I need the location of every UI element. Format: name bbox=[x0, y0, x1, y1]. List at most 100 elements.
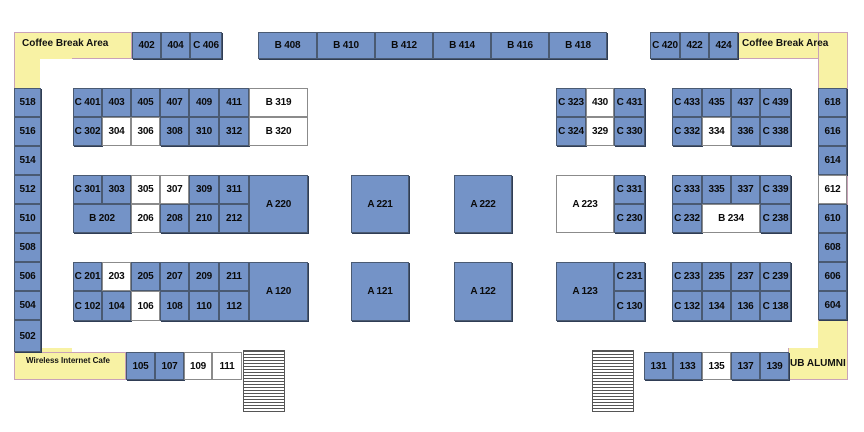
booth-211[interactable]: 211 bbox=[219, 262, 249, 291]
booth-506[interactable]: 506 bbox=[14, 262, 41, 291]
booth-205[interactable]: 205 bbox=[131, 262, 160, 291]
booth-104[interactable]: 104 bbox=[102, 291, 131, 321]
booth-604[interactable]: 604 bbox=[818, 291, 847, 320]
booth-106[interactable]: 106 bbox=[131, 291, 160, 321]
booth-516[interactable]: 516 bbox=[14, 117, 41, 146]
booth-237[interactable]: 237 bbox=[731, 262, 760, 291]
booth-335[interactable]: 335 bbox=[702, 175, 731, 204]
booth-b418[interactable]: B 418 bbox=[549, 32, 607, 59]
booth-329[interactable]: 329 bbox=[586, 117, 614, 146]
booth-212[interactable]: 212 bbox=[219, 204, 249, 233]
booth-c230[interactable]: C 230 bbox=[614, 204, 645, 233]
booth-c232[interactable]: C 232 bbox=[672, 204, 702, 233]
booth-614[interactable]: 614 bbox=[818, 146, 847, 175]
booth-a223[interactable]: A 223 bbox=[556, 175, 614, 233]
booth-334[interactable]: 334 bbox=[702, 117, 731, 146]
booth-c431[interactable]: C 431 bbox=[614, 88, 645, 117]
booth-a221[interactable]: A 221 bbox=[351, 175, 409, 233]
booth-c231[interactable]: C 231 bbox=[614, 262, 645, 291]
booth-110[interactable]: 110 bbox=[189, 291, 219, 321]
booth-c138[interactable]: C 138 bbox=[760, 291, 791, 321]
booth-207[interactable]: 207 bbox=[160, 262, 189, 291]
booth-409[interactable]: 409 bbox=[189, 88, 219, 117]
booth-c302[interactable]: C 302 bbox=[73, 117, 102, 146]
booth-c338[interactable]: C 338 bbox=[760, 117, 791, 146]
booth-b319[interactable]: B 319 bbox=[249, 88, 308, 117]
booth-510[interactable]: 510 bbox=[14, 204, 41, 233]
booth-203[interactable]: 203 bbox=[102, 262, 131, 291]
booth-131[interactable]: 131 bbox=[644, 352, 673, 380]
booth-105[interactable]: 105 bbox=[126, 352, 155, 380]
booth-407[interactable]: 407 bbox=[160, 88, 189, 117]
booth-c333[interactable]: C 333 bbox=[672, 175, 702, 204]
booth-c201[interactable]: C 201 bbox=[73, 262, 102, 291]
booth-209[interactable]: 209 bbox=[189, 262, 219, 291]
booth-c323[interactable]: C 323 bbox=[556, 88, 586, 117]
booth-137[interactable]: 137 bbox=[731, 352, 760, 380]
booth-512[interactable]: 512 bbox=[14, 175, 41, 204]
booth-b202[interactable]: B 202 bbox=[73, 204, 131, 233]
booth-610[interactable]: 610 bbox=[818, 204, 847, 233]
booth-306[interactable]: 306 bbox=[131, 117, 160, 146]
booth-a220[interactable]: A 220 bbox=[249, 175, 308, 233]
booth-606[interactable]: 606 bbox=[818, 262, 847, 291]
booth-b234[interactable]: B 234 bbox=[702, 204, 760, 233]
booth-c420[interactable]: C 420 bbox=[650, 32, 680, 59]
booth-b410[interactable]: B 410 bbox=[317, 32, 375, 59]
booth-437[interactable]: 437 bbox=[731, 88, 760, 117]
booth-508[interactable]: 508 bbox=[14, 233, 41, 262]
booth-135[interactable]: 135 bbox=[702, 352, 731, 380]
booth-304[interactable]: 304 bbox=[102, 117, 131, 146]
booth-a222[interactable]: A 222 bbox=[454, 175, 512, 233]
booth-312[interactable]: 312 bbox=[219, 117, 249, 146]
booth-c339[interactable]: C 339 bbox=[760, 175, 791, 204]
booth-310[interactable]: 310 bbox=[189, 117, 219, 146]
booth-111[interactable]: 111 bbox=[212, 352, 242, 380]
booth-411[interactable]: 411 bbox=[219, 88, 249, 117]
booth-c324[interactable]: C 324 bbox=[556, 117, 586, 146]
booth-303[interactable]: 303 bbox=[102, 175, 131, 204]
booth-337[interactable]: 337 bbox=[731, 175, 760, 204]
booth-b320[interactable]: B 320 bbox=[249, 117, 308, 146]
booth-307[interactable]: 307 bbox=[160, 175, 189, 204]
booth-c330[interactable]: C 330 bbox=[614, 117, 645, 146]
booth-c102[interactable]: C 102 bbox=[73, 291, 102, 321]
booth-c406[interactable]: C 406 bbox=[190, 32, 222, 59]
booth-309[interactable]: 309 bbox=[189, 175, 219, 204]
booth-206[interactable]: 206 bbox=[131, 204, 160, 233]
booth-210[interactable]: 210 bbox=[189, 204, 219, 233]
booth-405[interactable]: 405 bbox=[131, 88, 160, 117]
booth-c331[interactable]: C 331 bbox=[614, 175, 645, 204]
booth-430[interactable]: 430 bbox=[586, 88, 614, 117]
booth-107[interactable]: 107 bbox=[155, 352, 184, 380]
booth-c401[interactable]: C 401 bbox=[73, 88, 102, 117]
booth-108[interactable]: 108 bbox=[160, 291, 189, 321]
booth-235[interactable]: 235 bbox=[702, 262, 731, 291]
booth-a120[interactable]: A 120 bbox=[249, 262, 308, 321]
booth-424[interactable]: 424 bbox=[709, 32, 738, 59]
booth-612[interactable]: 612 bbox=[818, 175, 847, 204]
booth-305[interactable]: 305 bbox=[131, 175, 160, 204]
booth-a123[interactable]: A 123 bbox=[556, 262, 614, 321]
booth-139[interactable]: 139 bbox=[760, 352, 789, 380]
booth-404[interactable]: 404 bbox=[161, 32, 190, 59]
booth-311[interactable]: 311 bbox=[219, 175, 249, 204]
booth-518[interactable]: 518 bbox=[14, 88, 41, 117]
booth-c301[interactable]: C 301 bbox=[73, 175, 102, 204]
booth-422[interactable]: 422 bbox=[680, 32, 709, 59]
booth-112[interactable]: 112 bbox=[219, 291, 249, 321]
booth-133[interactable]: 133 bbox=[673, 352, 702, 380]
booth-b412[interactable]: B 412 bbox=[375, 32, 433, 59]
booth-134[interactable]: 134 bbox=[702, 291, 731, 321]
booth-514[interactable]: 514 bbox=[14, 146, 41, 175]
booth-504[interactable]: 504 bbox=[14, 291, 41, 320]
booth-402[interactable]: 402 bbox=[132, 32, 161, 59]
booth-208[interactable]: 208 bbox=[160, 204, 189, 233]
booth-608[interactable]: 608 bbox=[818, 233, 847, 262]
booth-c238[interactable]: C 238 bbox=[760, 204, 791, 233]
booth-c130[interactable]: C 130 bbox=[614, 291, 645, 321]
booth-c332[interactable]: C 332 bbox=[672, 117, 702, 146]
booth-a122[interactable]: A 122 bbox=[454, 262, 512, 321]
booth-403[interactable]: 403 bbox=[102, 88, 131, 117]
booth-c233[interactable]: C 233 bbox=[672, 262, 702, 291]
